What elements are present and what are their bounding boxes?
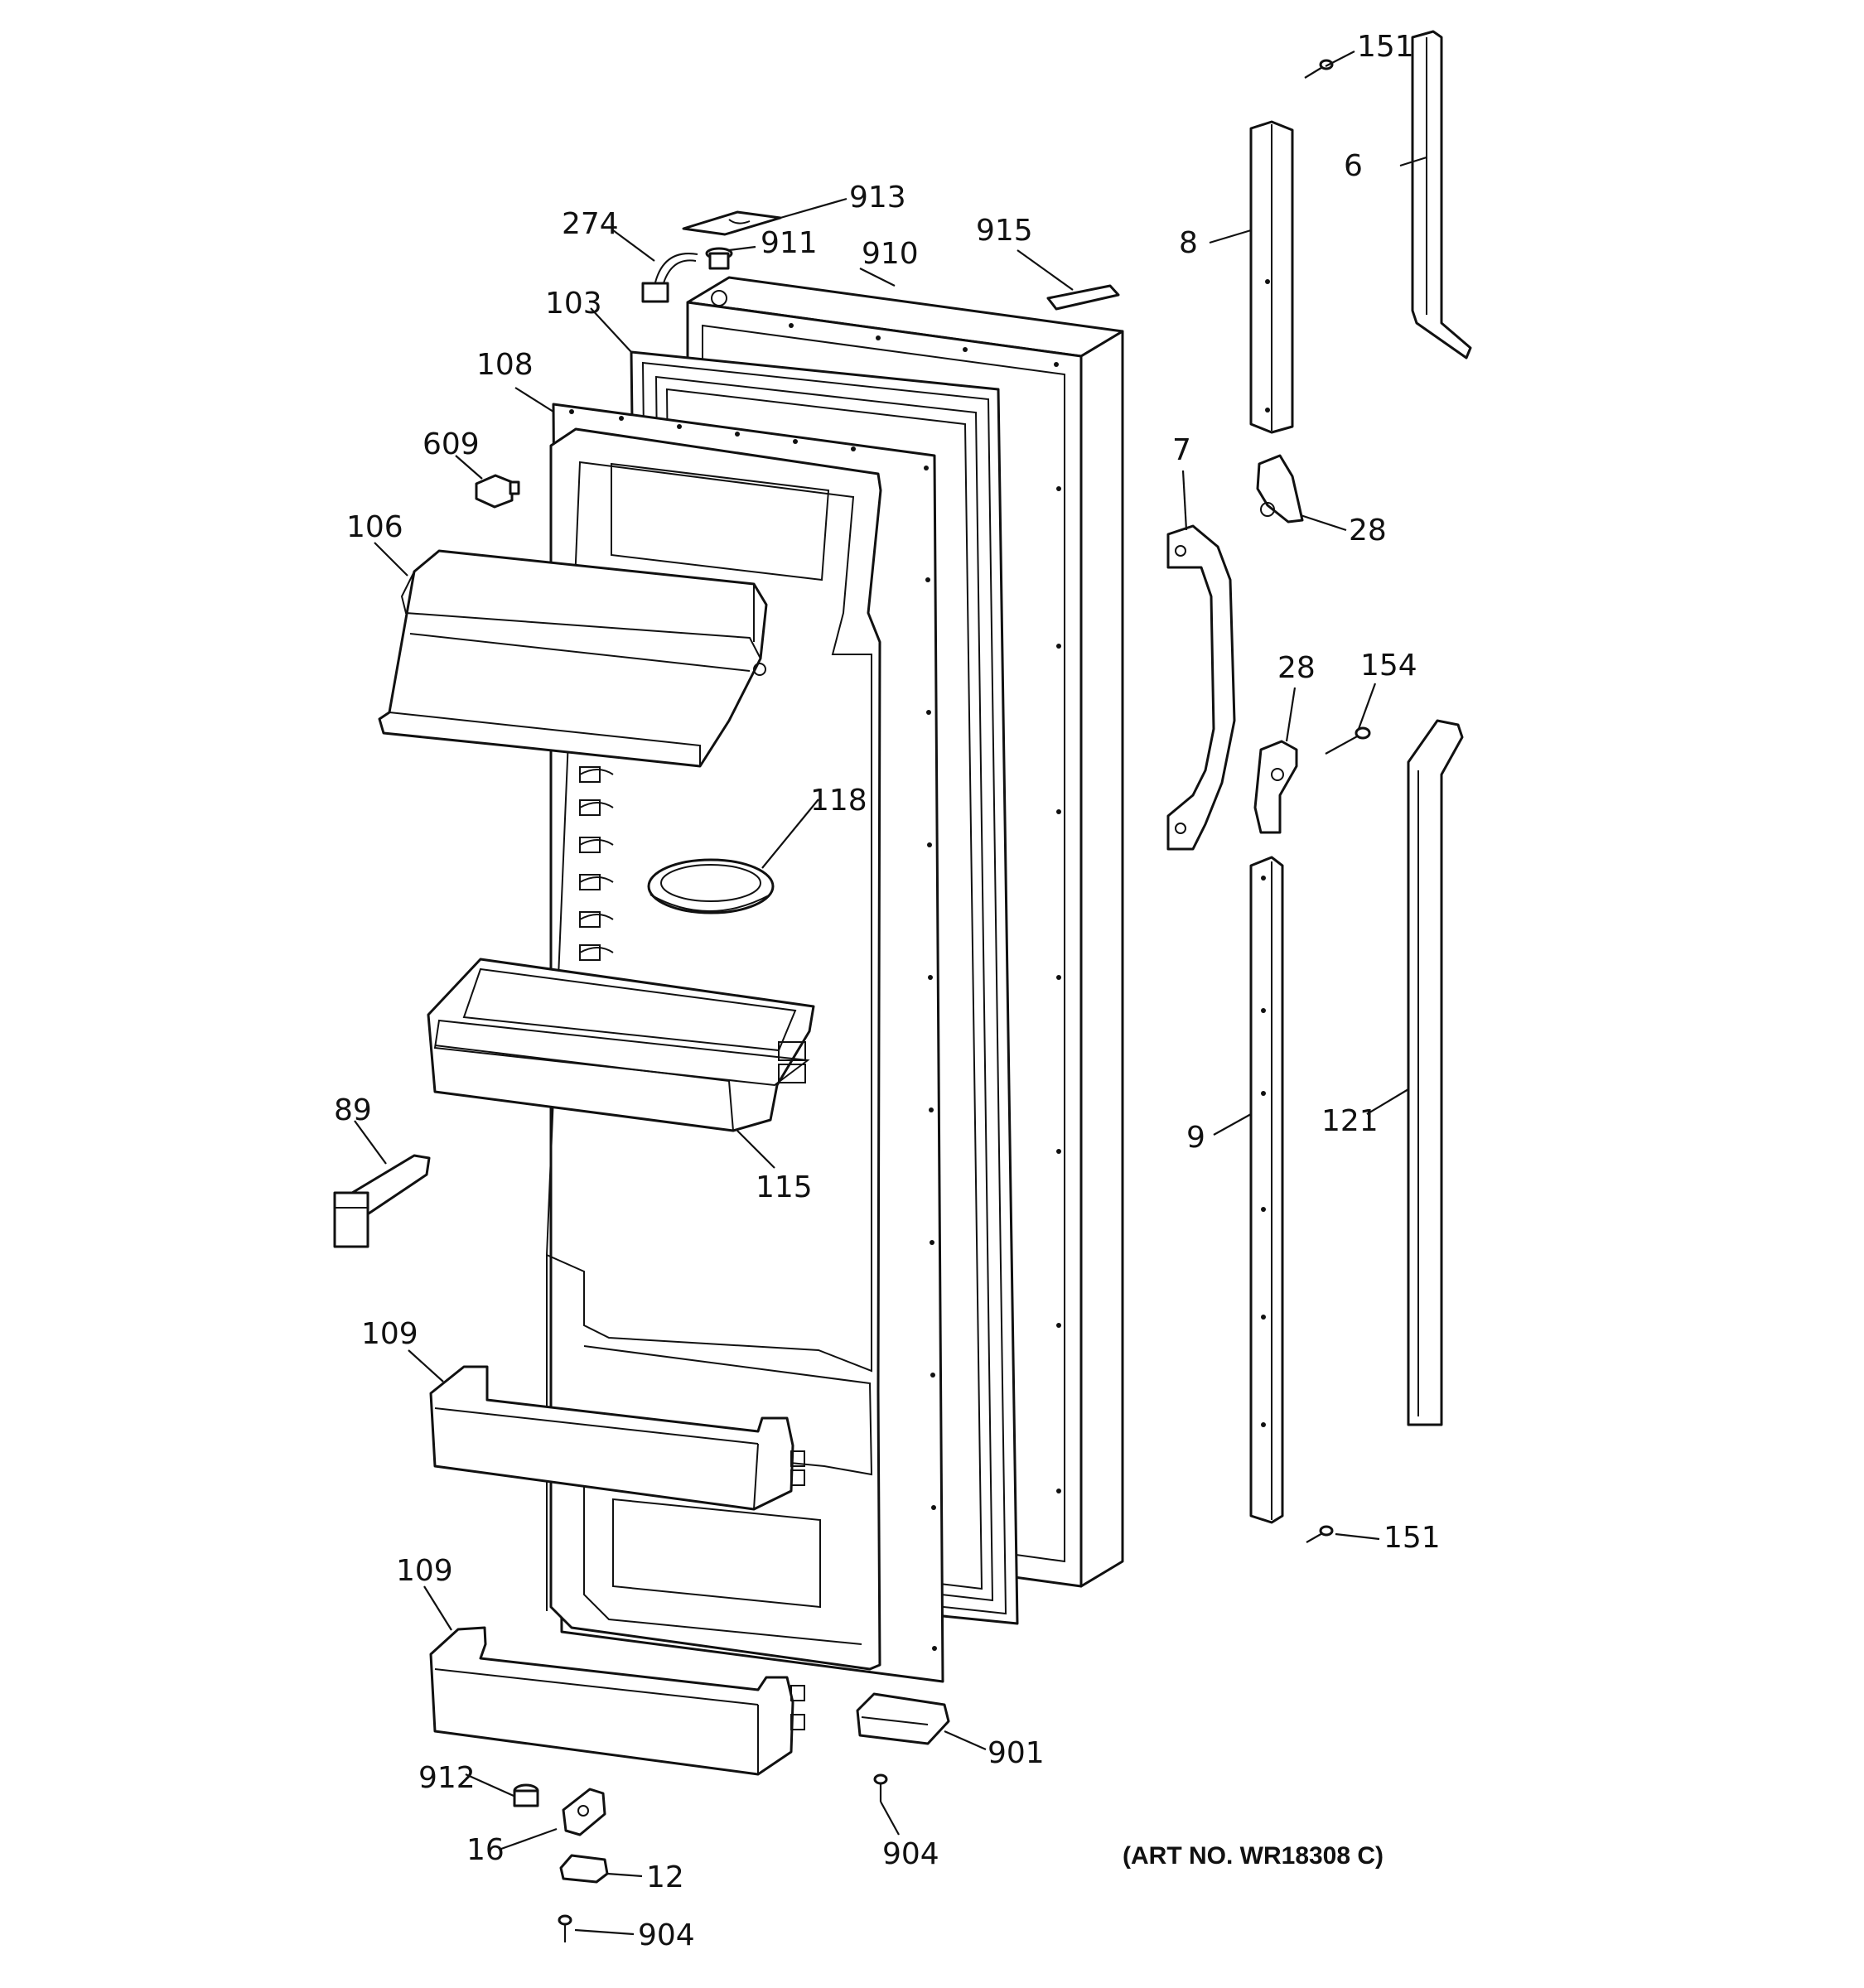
- trim-121: [1407, 719, 1464, 1426]
- trim-6: [1411, 30, 1472, 359]
- leader-lines: [354, 51, 1427, 1936]
- bracket-16: [562, 1788, 606, 1836]
- door-shelf-109-top: [429, 1365, 805, 1511]
- bracket-28-top: [1256, 454, 1304, 524]
- screw-904-bottom: [558, 1914, 572, 1942]
- gasket-915: [1046, 284, 1120, 311]
- plate-12: [559, 1854, 609, 1884]
- bushing-911: [705, 247, 733, 270]
- art-number: (ART NO. WR18308 C): [1123, 1842, 1384, 1870]
- callout-108: 108: [476, 348, 534, 382]
- callout-7: 7: [1172, 433, 1191, 467]
- callout-16: 16: [466, 1833, 505, 1867]
- door-shelf-109-bottom: [429, 1626, 805, 1776]
- callout-913: 913: [849, 181, 906, 215]
- callout-154: 154: [1360, 649, 1417, 683]
- dispenser-cover-106: [378, 549, 768, 768]
- callout-103: 103: [545, 287, 602, 321]
- oval-cover-118: [647, 858, 775, 914]
- liner-rivets: [569, 409, 937, 1651]
- callout-901: 901: [988, 1736, 1045, 1770]
- callout-109-top: 109: [361, 1317, 418, 1351]
- callout-904-mid: 904: [882, 1837, 939, 1871]
- cover-901: [856, 1692, 950, 1745]
- screw-151-top: [1304, 59, 1334, 79]
- callout-106: 106: [346, 510, 403, 544]
- callout-911: 911: [761, 226, 818, 260]
- callout-904-bottom: 904: [638, 1918, 695, 1952]
- callout-28-mid: 28: [1277, 651, 1316, 685]
- bracket-28-mid: [1253, 740, 1298, 834]
- handle-7: [1166, 524, 1236, 851]
- callout-609: 609: [423, 427, 480, 461]
- harness-274: [641, 253, 698, 303]
- cap-912: [513, 1783, 539, 1807]
- callout-28-top: 28: [1349, 514, 1387, 548]
- callout-109-bottom: 109: [396, 1554, 453, 1588]
- screw-904-mid: [873, 1773, 888, 1802]
- door-bin-115: [427, 958, 815, 1132]
- callouts: 151 6 8 913 274 911 915 910 103 108 609 …: [334, 30, 1441, 1952]
- callout-912: 912: [418, 1761, 476, 1795]
- callout-274: 274: [562, 207, 619, 241]
- trim-8: [1249, 120, 1294, 434]
- screw-151-bottom: [1306, 1525, 1334, 1543]
- callout-8: 8: [1179, 226, 1198, 260]
- callout-9: 9: [1186, 1121, 1205, 1155]
- callout-118: 118: [810, 784, 867, 818]
- switch-609: [475, 474, 520, 509]
- screw-154: [1325, 726, 1371, 755]
- shelf-supports: [579, 766, 614, 961]
- callout-121: 121: [1321, 1104, 1379, 1138]
- callout-910: 910: [862, 237, 919, 271]
- callout-915: 915: [976, 214, 1033, 248]
- callout-6: 6: [1344, 149, 1363, 183]
- trim-9: [1249, 856, 1284, 1524]
- callout-151-bottom: 151: [1384, 1521, 1441, 1555]
- callout-12: 12: [646, 1860, 684, 1894]
- callout-115: 115: [756, 1170, 813, 1204]
- callout-89: 89: [334, 1093, 372, 1127]
- callout-151-top: 151: [1357, 30, 1414, 64]
- module-89: [333, 1154, 431, 1248]
